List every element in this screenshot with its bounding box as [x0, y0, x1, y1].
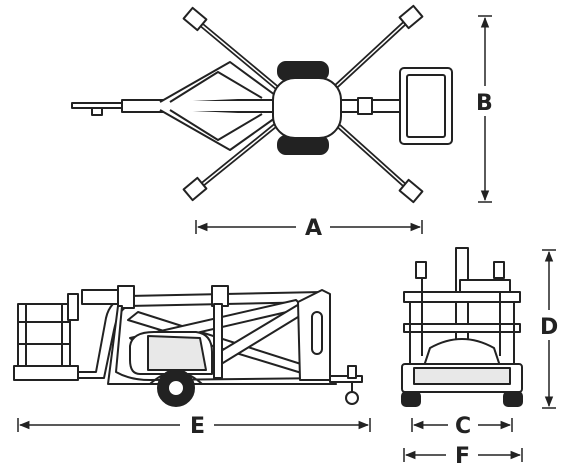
- front-view-wheel-left: [401, 391, 421, 407]
- top-view: [71, 4, 453, 204]
- dimension-c: [411, 418, 513, 432]
- side-view-chassis: [107, 305, 337, 385]
- dimension-label-a: A: [305, 216, 322, 241]
- front-view-chassis: [423, 338, 501, 367]
- front-view: [401, 247, 523, 407]
- side-view-basket: [13, 293, 79, 381]
- dimension-label-e: E: [190, 414, 205, 439]
- dimension-d: [542, 249, 556, 409]
- top-view-outrigger-feet: [182, 4, 424, 204]
- dimension-label-c: C: [455, 414, 471, 439]
- dimension-label-b: B: [476, 91, 493, 116]
- side-view: [13, 285, 363, 407]
- front-view-wheel-right: [503, 391, 523, 407]
- top-view-outriggers-inner: [197, 19, 411, 191]
- front-view-basket: [403, 261, 521, 372]
- dimension-a: [195, 220, 423, 234]
- dimension-label-f: F: [455, 444, 470, 465]
- dimension-f: [403, 448, 523, 462]
- top-view-drawbar: [71, 61, 278, 151]
- dimension-b: [478, 15, 492, 203]
- dimension-e: [17, 418, 371, 432]
- dimension-label-d: D: [540, 315, 558, 340]
- side-view-jockey-wheel: [345, 391, 359, 405]
- top-view-turret: [272, 77, 342, 139]
